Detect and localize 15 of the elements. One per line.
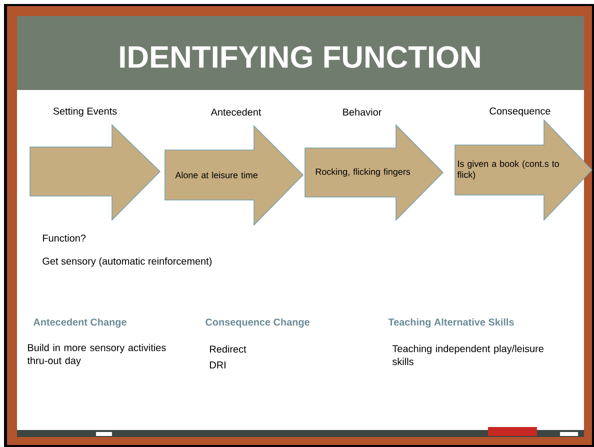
body-text: Teaching independent play/leisure skills	[392, 344, 544, 366]
body-text: DRI	[210, 362, 226, 368]
body-text: Get sensory (automatic reinforcement)	[42, 257, 212, 267]
column-heading: Consequence Change	[206, 318, 310, 328]
arrow-shape	[30, 124, 161, 221]
step-heading: Antecedent	[210, 108, 262, 116]
step-heading: Setting Events	[53, 107, 117, 117]
step-heading: Consequence	[490, 107, 550, 116]
body-text: Build in more sensory activities thru-out day	[27, 344, 166, 366]
column-heading: Teaching Alternative Skills	[388, 318, 514, 328]
column-heading: Antecedent Change	[33, 318, 126, 328]
step-heading: Behavior	[343, 108, 382, 116]
body-text: Redirect	[210, 345, 246, 353]
title: IDENTIFYING FUNCTION	[120, 46, 480, 68]
body-text: Function?	[43, 234, 86, 242]
